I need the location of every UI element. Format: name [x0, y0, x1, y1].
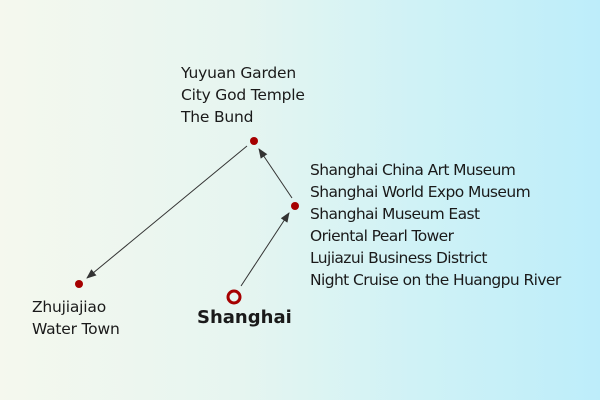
stop-dot-zhujiajiao	[75, 280, 83, 288]
stop-label-line: Water Town	[32, 320, 120, 338]
origin-label-shanghai: Shanghai	[197, 307, 292, 328]
stop-label-line: Lujiazui Business District	[310, 249, 487, 267]
stop-label-museums: Shanghai China Art Museum Shanghai World…	[310, 159, 561, 291]
origin-marker-shanghai	[226, 289, 242, 305]
stop-label-zhujiajiao: Zhujiajiao Water Town	[32, 296, 120, 340]
route-line-yuyuan-to-zhujiajiao	[86, 145, 248, 279]
stop-label-line: City God Temple	[181, 86, 305, 104]
stop-label-line: Shanghai World Expo Museum	[310, 183, 531, 201]
stop-label-line: Oriental Pearl Tower	[310, 227, 454, 245]
stop-dot-yuyuan	[250, 137, 258, 145]
stop-label-line: Shanghai China Art Museum	[310, 161, 516, 179]
route-line-shanghai-to-museums	[240, 212, 290, 287]
stop-label-line: The Bund	[181, 108, 254, 126]
route-line-museums-to-yuyuan	[258, 148, 293, 199]
stop-label-line: Zhujiajiao	[32, 298, 106, 316]
stop-dot-museums	[291, 202, 299, 210]
stop-label-yuyuan: Yuyuan Garden City God Temple The Bund	[181, 62, 305, 128]
stop-label-line: Night Cruise on the Huangpu River	[310, 271, 561, 289]
stop-label-line: Shanghai Museum East	[310, 205, 480, 223]
stop-label-line: Yuyuan Garden	[181, 64, 296, 82]
